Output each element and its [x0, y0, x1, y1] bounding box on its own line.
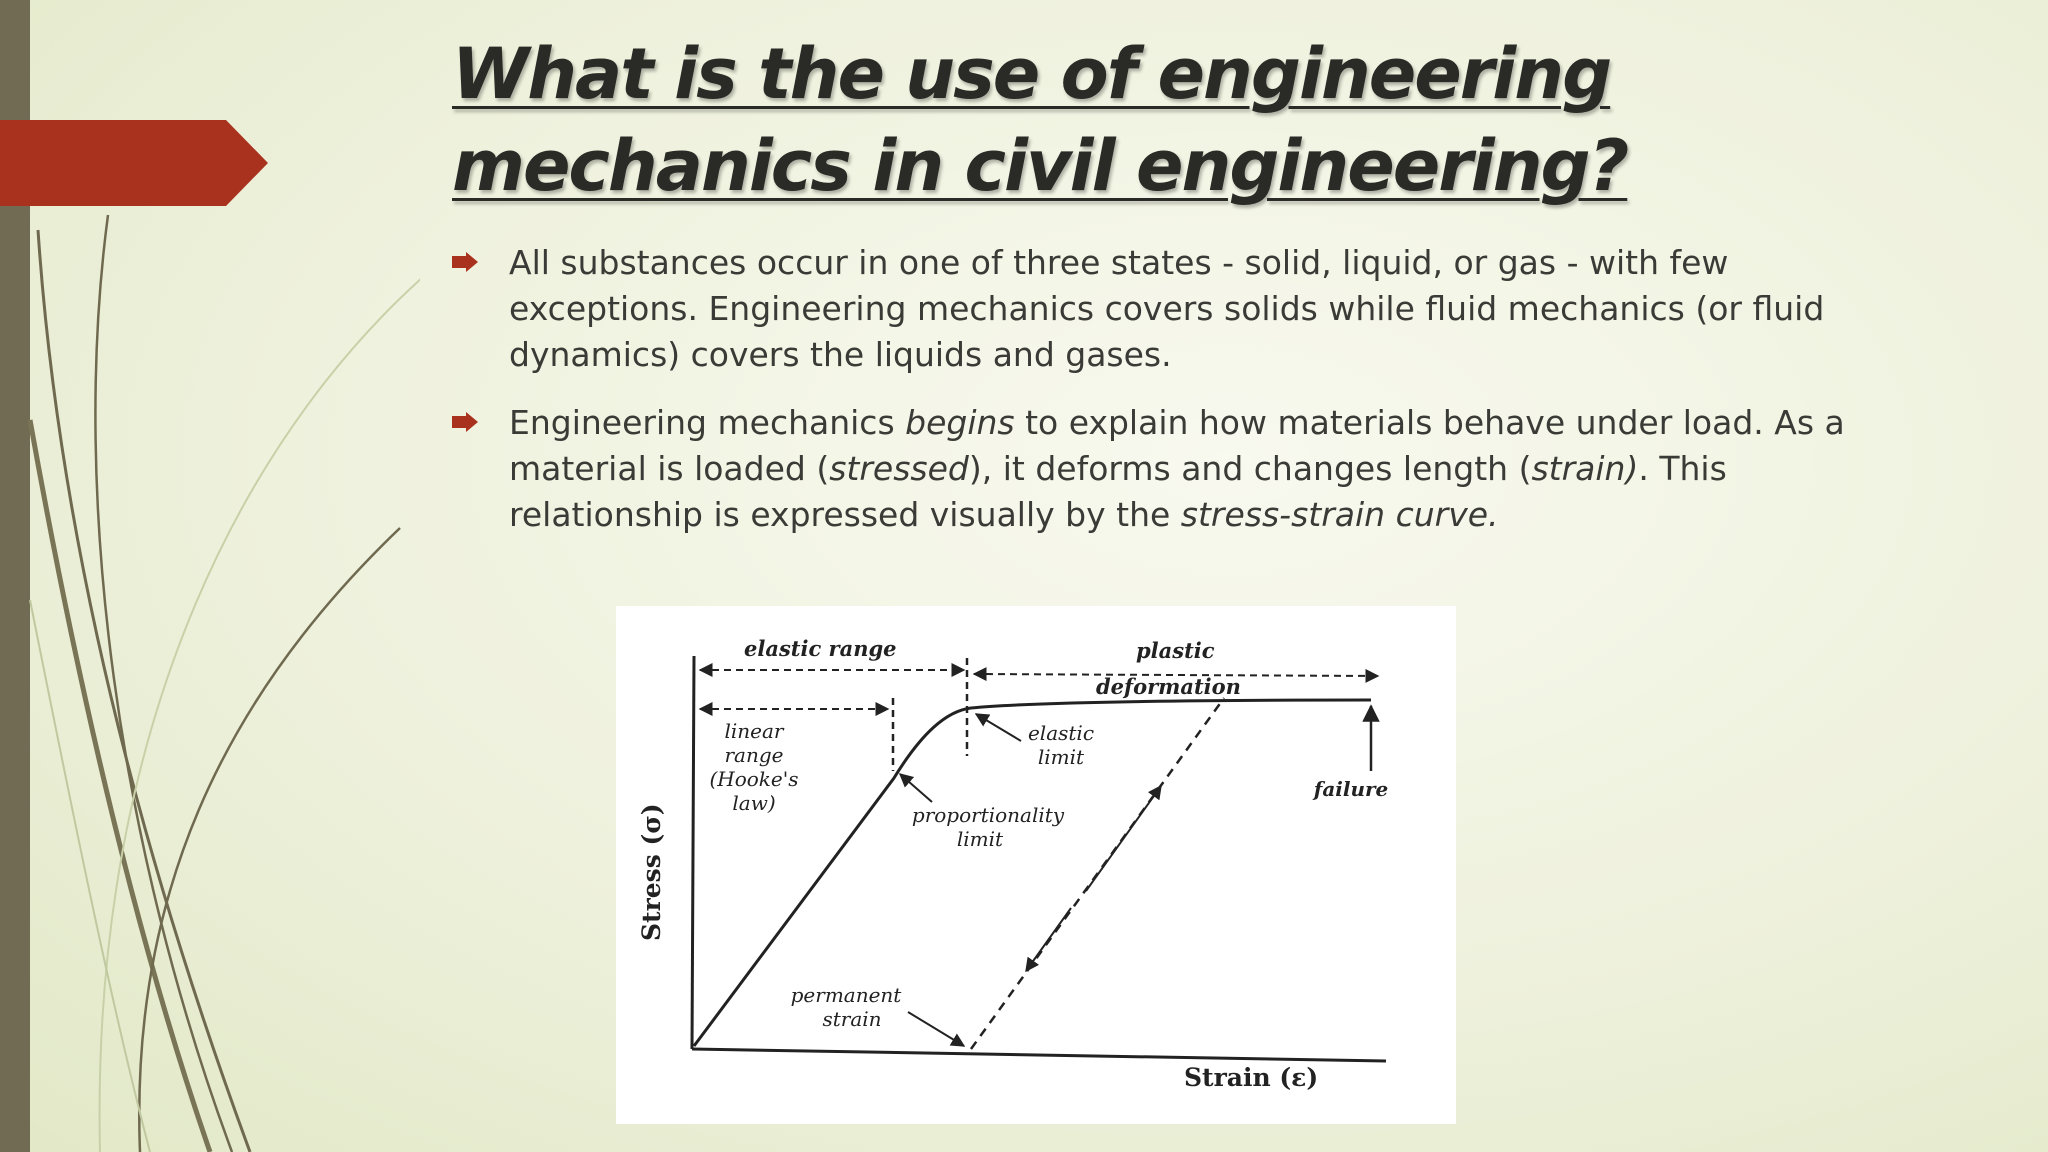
linear-range-label: linear: [725, 719, 785, 743]
bullet-text-part: ), it deforms and changes length (: [968, 449, 1532, 488]
stress-strain-curve: [692, 698, 1372, 1047]
failure-label: failure: [1312, 777, 1389, 801]
unloading-arrow-down: [1025, 907, 1072, 973]
bullet-text: Engineering mechanics begins to explain …: [509, 400, 1872, 538]
plastic-label: plastic: [1136, 638, 1215, 663]
decorative-curves: [27, 214, 420, 1152]
bullet-text-emphasis: begins: [905, 403, 1015, 442]
stress-strain-svg: elastic range plastic deformation linear…: [637, 636, 1389, 1092]
bullet-text-part: Engineering mechanics: [509, 403, 906, 442]
bullet-text-emphasis: strain): [1531, 449, 1639, 488]
x-axis: [691, 1047, 1387, 1063]
red-arrow-shape: [0, 120, 268, 206]
y-axis: [690, 655, 696, 1050]
bullet-text: All substances occur in one of three sta…: [509, 240, 1872, 378]
right-arrow-bullet-icon: [452, 412, 478, 432]
plastic-deformation-arrow: [972, 667, 1380, 683]
proportionality-limit-pointer: [898, 773, 933, 803]
bullet-text-emphasis: stressed: [829, 449, 969, 488]
bullet-text-part: All substances occur in one of three sta…: [509, 243, 1825, 374]
unloading-arrow-up: [1085, 784, 1162, 892]
bullet-text-emphasis: stress-strain curve.: [1180, 495, 1499, 534]
bullet-text-part: to explain how materials behave under lo…: [509, 403, 1845, 488]
deformation-label: deformation: [1096, 674, 1241, 699]
elastic-limit-label: limit: [1038, 745, 1085, 769]
permanent-strain-label: permanent: [791, 983, 903, 1007]
proportionality-limit-label: limit: [957, 827, 1004, 851]
bullet-item: Engineering mechanics begins to explain …: [452, 400, 1872, 538]
elastic-limit-label: elastic: [1028, 721, 1094, 745]
linear-range-label: (Hooke's: [709, 767, 798, 791]
x-axis-label: Strain (ε): [1184, 1063, 1318, 1092]
permanent-strain-label: strain: [822, 1007, 881, 1031]
bullet-item: All substances occur in one of three sta…: [452, 240, 1872, 378]
elastic-limit-pointer: [974, 713, 1022, 742]
permanent-strain-pointer: [907, 1011, 966, 1047]
linear-range-label: range: [724, 743, 783, 767]
right-arrow-bullet-icon: [452, 252, 478, 272]
stress-strain-diagram: elastic range plastic deformation linear…: [616, 606, 1456, 1124]
y-axis-label: Stress (σ): [637, 803, 666, 941]
slide-title: What is the use of engineering mechanics…: [452, 33, 1629, 207]
proportionality-limit-label: proportionality: [912, 803, 1065, 827]
elastic-range-label: elastic range: [744, 636, 897, 661]
linear-range-label: law): [732, 791, 775, 815]
bullet-text-part: . This relationship is expressed visuall…: [509, 449, 1727, 534]
